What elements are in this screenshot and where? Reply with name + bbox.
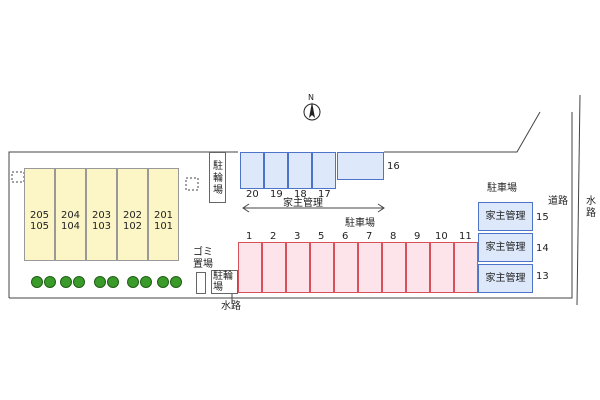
owner-managed-top-label: 家主管理 <box>283 198 323 209</box>
waterway-bottom-label: 水路 <box>221 301 241 312</box>
parking-slot-13: 家主管理 <box>478 264 533 293</box>
parking-slot-15: 家主管理 <box>478 202 533 231</box>
parking-slot-11 <box>454 242 478 293</box>
parking-slot-17 <box>312 152 336 189</box>
tree-icon <box>170 276 182 288</box>
garbage-box <box>196 272 206 294</box>
tree-icon <box>44 276 56 288</box>
compass: N <box>302 93 322 124</box>
tree-icon <box>94 276 106 288</box>
unit-203-103: 203 103 <box>86 168 117 261</box>
parking-side-label: 駐車場 <box>487 183 517 194</box>
north-arrow-icon <box>303 102 321 121</box>
parking-slot-1 <box>238 242 262 293</box>
parking-slot-2 <box>262 242 286 293</box>
unit-204-104: 204 104 <box>55 168 86 261</box>
parking-slot-16 <box>337 152 384 180</box>
tree-icon <box>127 276 139 288</box>
unit-205-105: 205 105 <box>24 168 55 261</box>
parking-slot-14: 家主管理 <box>478 233 533 262</box>
tree-icon <box>157 276 169 288</box>
tree-icon <box>73 276 85 288</box>
tree-icon <box>31 276 43 288</box>
tree-icon <box>140 276 152 288</box>
tree-icon <box>60 276 72 288</box>
parking-slot-5 <box>310 242 334 293</box>
parking-slot-6 <box>334 242 358 293</box>
unit-201-101: 201 101 <box>148 168 179 261</box>
parking-slot-10 <box>430 242 454 293</box>
bike-parking-bottom-label: 駐輪場 <box>213 271 233 293</box>
parking-slot-7 <box>358 242 382 293</box>
bike-parking-top: 駐輪場 <box>209 152 226 203</box>
parking-slot-9 <box>406 242 430 293</box>
waterway-right-label: 水路 <box>586 196 596 219</box>
tree-icon <box>107 276 119 288</box>
parking-slot-8 <box>382 242 406 293</box>
parking-label: 駐車場 <box>345 218 375 229</box>
unit-202-102: 202 102 <box>117 168 148 261</box>
parking-slot-18 <box>288 152 312 189</box>
bike-parking-bottom: 駐輪場 <box>211 270 238 294</box>
bike-parking-top-label: 駐輪場 <box>213 161 223 196</box>
parking-slot-3 <box>286 242 310 293</box>
compass-label: N <box>308 93 314 102</box>
parking-slot-19 <box>264 152 288 189</box>
road-label: 道路 <box>548 196 568 207</box>
parking-slot-20 <box>240 152 264 189</box>
garbage-label: ゴミ置場 <box>193 247 213 270</box>
